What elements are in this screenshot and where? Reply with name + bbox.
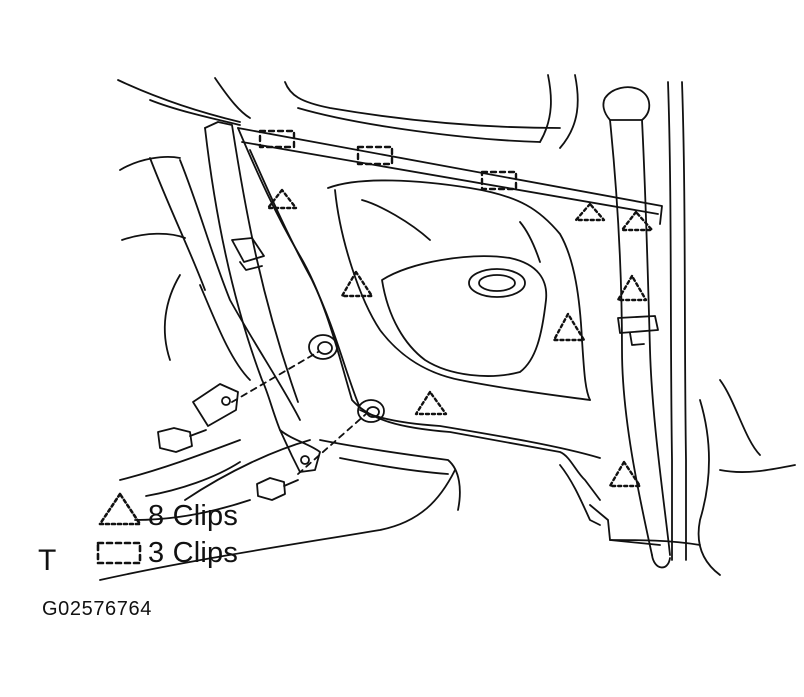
rectangle-clip-markers xyxy=(258,129,518,191)
figure-code: G02576764 xyxy=(42,598,152,620)
right-seat-belt xyxy=(602,86,671,569)
side-marker: T xyxy=(38,544,57,577)
legend-triangle-icon xyxy=(98,492,142,526)
dashed-guide-lines xyxy=(231,351,367,475)
left-body-outline xyxy=(99,157,461,581)
roof-outline xyxy=(117,74,579,241)
legend-rectangle-label: 3 Clips xyxy=(148,537,239,569)
legend-rectangle-icon xyxy=(96,541,142,565)
legend-rectangle-clips: 3 Clips xyxy=(94,536,238,570)
right-pillar xyxy=(667,81,796,576)
anchor-bolts xyxy=(157,334,385,501)
legend-leader-line xyxy=(145,461,241,497)
quarter-trim-panel xyxy=(237,127,701,546)
speaker-recess xyxy=(361,199,548,377)
left-seat-belt xyxy=(204,121,321,473)
triangle-clip-markers xyxy=(266,188,654,488)
legend-triangle-clips: 8 Clips xyxy=(94,499,238,533)
legend-triangle-label: 8 Clips xyxy=(148,500,239,532)
